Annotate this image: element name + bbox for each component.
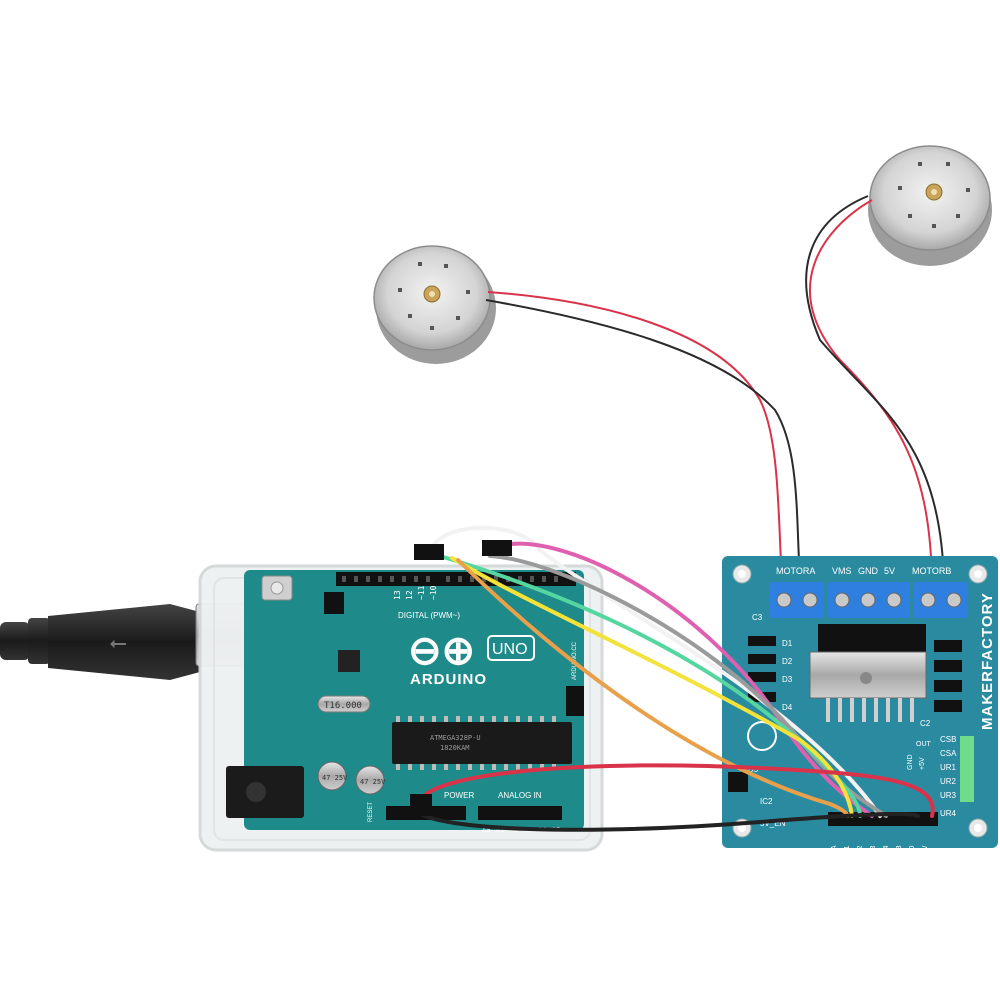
jumper-wires: [410, 525, 935, 832]
arduino-brand: ARDUINO: [410, 671, 487, 688]
component-label: UR4: [940, 809, 957, 818]
pin-label: 13: [393, 590, 402, 600]
wire-white: [428, 525, 882, 818]
power-terminal-label: GND: [858, 566, 879, 576]
out-label: OUT: [916, 741, 932, 748]
wire-orange: [456, 558, 850, 818]
usb-symbol-icon: ⭠: [109, 631, 127, 656]
svg-text:47 25V: 47 25V: [360, 778, 386, 786]
component-label: D2: [782, 657, 793, 666]
digital-label: DIGITAL (PWM~): [398, 611, 460, 620]
driver-pin-label: ENB: [895, 845, 903, 858]
atmega-chip: ATMEGA328P-U 1820KAM: [392, 716, 572, 770]
component-label: C2: [920, 719, 931, 728]
analog-label: ANALOG IN: [498, 791, 542, 800]
chip-sub-label: 1820KAM: [440, 744, 470, 752]
component-label: D3: [782, 675, 793, 684]
motor-wires: [485, 195, 945, 583]
digital-header[interactable]: [336, 572, 576, 586]
svg-text:47 25V: 47 25V: [322, 774, 348, 782]
pin-label: ~11: [417, 585, 426, 600]
arduino-logo-icon: ⊖⊕: [408, 629, 475, 673]
crystal-label: T16.000: [324, 701, 362, 711]
power-terminal-label: VMS: [832, 566, 852, 576]
driver-pin-label: ENA: [830, 845, 838, 858]
driver-pin-label: IN2: [856, 845, 864, 858]
wire-yellow: [450, 556, 854, 818]
terminal-power[interactable]: [828, 582, 910, 618]
component-label: UR2: [940, 777, 957, 786]
l298n-ic: [809, 624, 927, 722]
arduino-board: 13 12 ~11 ~10 DIGITAL (PWM~) ⊖⊕ ARDUINO …: [226, 570, 584, 834]
component-label: UR3: [940, 791, 957, 800]
wire-black: [416, 810, 920, 832]
component-label: UR1: [940, 763, 957, 772]
motor-b-label: MOTORB: [912, 566, 951, 576]
power-label: POWER: [444, 791, 474, 800]
wire-pink: [498, 541, 874, 818]
motor-right: [868, 145, 992, 266]
component-label: D1: [782, 639, 793, 648]
analog-pin-label: A1: [496, 826, 504, 834]
wire-green: [438, 554, 862, 818]
driver-pin-label: GND: [908, 845, 916, 858]
driver-pin-label: IN1: [843, 845, 851, 858]
component-label: CSA: [940, 749, 957, 758]
capacitor: 47 25V: [355, 765, 386, 795]
driver-pin-label: IN4: [882, 845, 890, 858]
out-label: GND: [907, 754, 914, 770]
terminal-motor-b[interactable]: [914, 582, 968, 618]
driver-pin-label: IN3: [869, 845, 877, 858]
component-label: IC2: [760, 797, 773, 806]
pin-label: ~10: [429, 585, 438, 600]
component-label: C3: [752, 613, 763, 622]
capacitor: 47 25V: [317, 761, 348, 791]
reset-label: RESET: [368, 802, 374, 822]
component-label: CSB: [940, 735, 956, 744]
analog-header[interactable]: [478, 806, 562, 820]
pin-label: 12: [405, 590, 414, 600]
driver-pin-label: +5V: [921, 845, 929, 858]
component-label: D4: [782, 703, 793, 712]
motor-driver-board: MOTORA VMS GND 5V MOTORB C3 D1 D2 D3 D4 …: [722, 556, 998, 858]
motor-left: [373, 245, 496, 364]
chip-label: ATMEGA328P-U: [430, 734, 481, 742]
wire-red: [418, 763, 935, 818]
motor-a-label: MOTORA: [776, 566, 815, 576]
arduino-model: UNO: [492, 641, 528, 658]
terminal-motor-a[interactable]: [770, 582, 824, 618]
out-label: +5V: [919, 757, 926, 770]
analog-pin-label: A0: [482, 826, 490, 834]
wire-gray: [488, 554, 888, 818]
driver-brand: MAKERFACTORY: [979, 592, 996, 730]
jumper-header[interactable]: [960, 736, 974, 802]
power-terminal-label: 5V: [884, 566, 895, 576]
component-label: 5V_EN: [760, 819, 786, 828]
